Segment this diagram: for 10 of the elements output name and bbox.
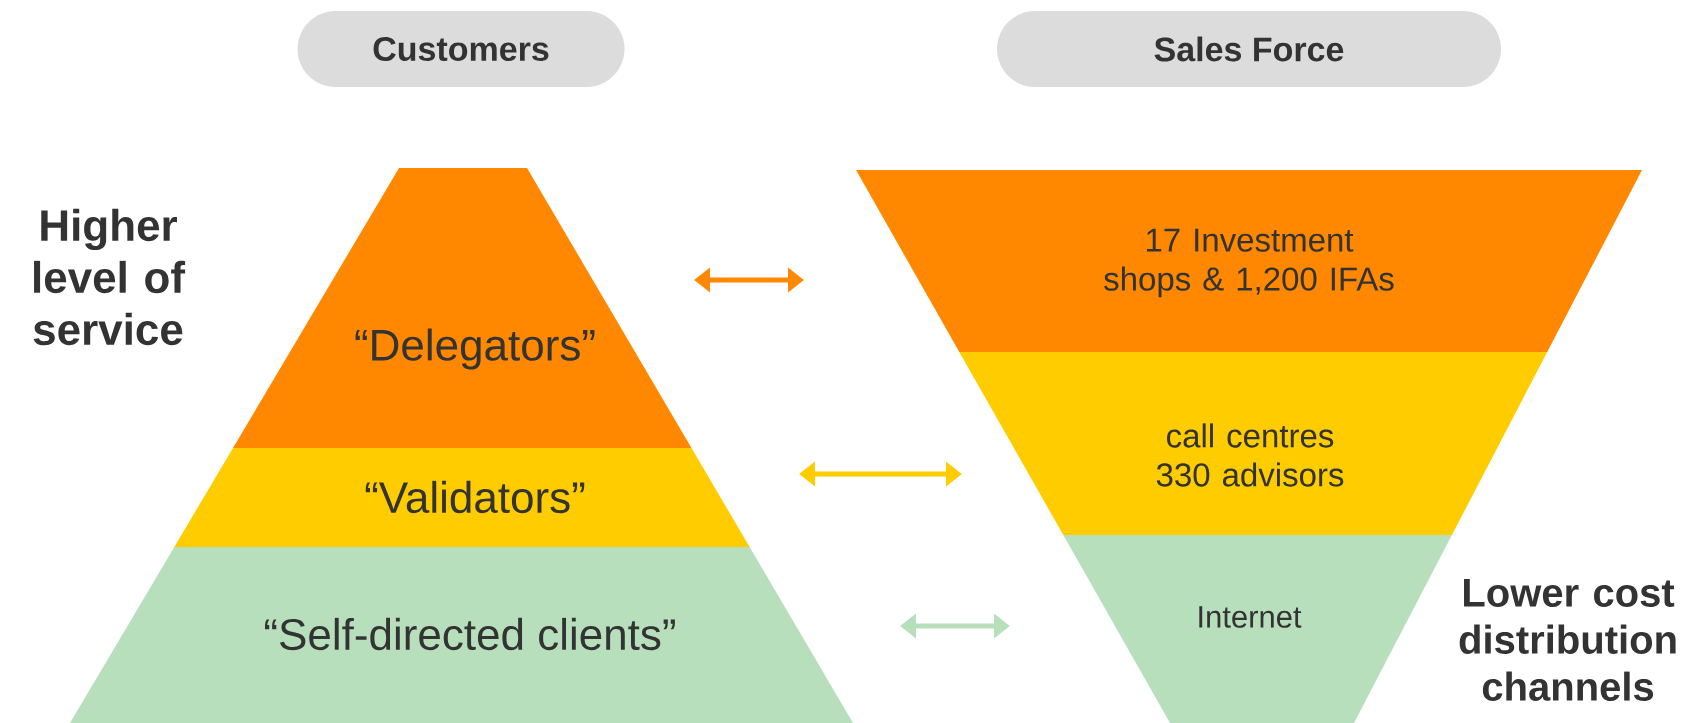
funnel-band: call centres 330 advisors	[959, 352, 1548, 535]
heading-pill: Sales Force	[997, 11, 1501, 87]
funnel-band: 17 Investment shops & 1,200 IFAs	[856, 170, 1642, 352]
pyramid-band: “Delegators”	[233, 168, 692, 448]
side-label: Lower cost distribution channels	[1459, 579, 1676, 701]
side-label: Higher level of service	[33, 208, 186, 346]
pyramid-band: “Self-directed clients”	[70, 547, 853, 723]
funnel-band: Internet	[1063, 535, 1452, 723]
heading-pill: Customers	[297, 11, 625, 87]
pyramid-band: “Validators”	[174, 448, 750, 547]
